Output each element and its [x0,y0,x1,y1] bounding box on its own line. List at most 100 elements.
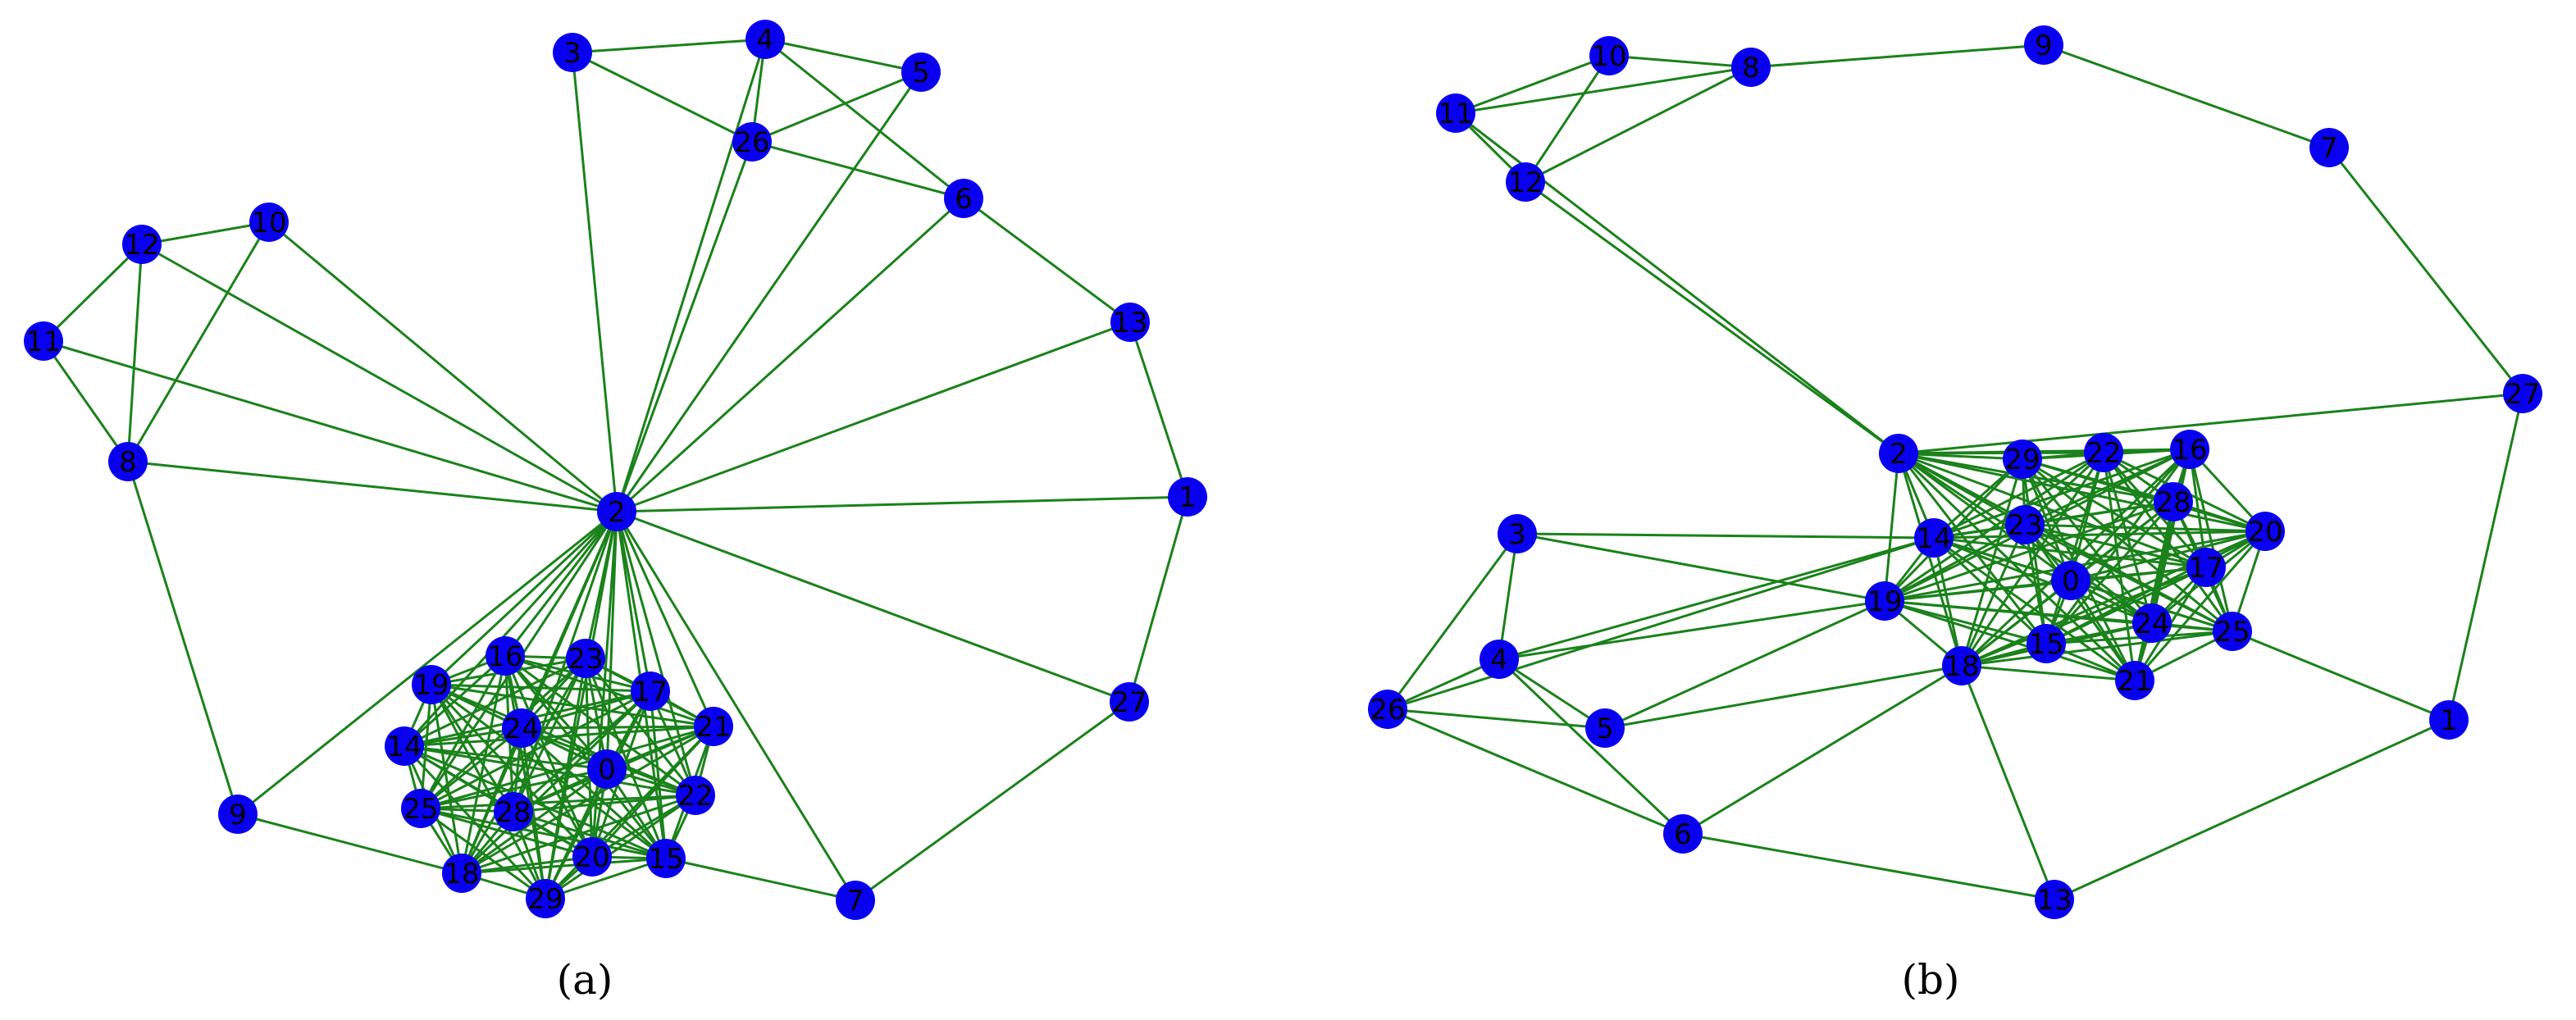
edge-19-25 [419,684,433,809]
edge-19-4 [1498,599,1885,661]
edge-2-20 [1898,452,2266,533]
node-7 [2309,128,2349,167]
edge-24-29 [2021,458,2154,624]
edge-1-27 [2447,393,2524,721]
node-27 [2503,374,2542,413]
node-label-7: 7 [2320,132,2338,165]
node-label-7: 7 [846,885,864,918]
node-label-8: 8 [1742,52,1760,84]
edge-11-8 [42,340,130,462]
edge-26-3 [1386,533,1519,710]
edge-4-6 [1498,658,1685,836]
edge-25-29 [2022,458,2233,633]
edge-14-3 [1516,532,1935,540]
node-0 [587,749,627,789]
node-label-9: 9 [2035,30,2053,62]
edge-15-28 [513,810,667,860]
edge-1-13 [1128,321,1189,498]
edge-22-29 [545,794,696,900]
edge-20-23 [2024,523,2266,533]
node-label-10: 10 [1591,40,1626,73]
node-2 [1879,434,1918,473]
edge-22-23 [584,658,697,796]
edge-26-5 [751,71,922,143]
node-21 [694,707,733,746]
panel-b-caption: (b) [1901,956,1959,1004]
node-6 [1663,814,1703,854]
edge-17-19 [1884,566,2207,603]
edge-16-17 [2188,449,2208,568]
node-13 [2035,880,2074,919]
node-label-25: 25 [2214,616,2250,649]
edge-19-28 [1884,500,2174,603]
node-label-1: 1 [1179,481,1197,514]
edge-4-5 [764,38,922,74]
edge-14-24 [403,726,522,748]
node-19 [412,665,451,704]
node-label-6: 6 [1674,818,1692,851]
node-8 [108,442,148,481]
panel-b-edges [1386,43,2524,901]
edge-13-2 [616,321,1131,513]
node-27 [1110,682,1149,722]
node-label-15: 15 [2028,628,2063,661]
node-25 [401,789,440,828]
panel-a-caption: (a) [557,956,613,1004]
node-7 [836,881,875,920]
edge-19-2 [430,510,618,686]
node-label-3: 3 [1508,518,1526,551]
node-label-26: 26 [734,126,769,159]
node-20 [572,837,612,877]
node-5 [1585,708,1625,748]
edge-11-2 [43,339,618,513]
edge-14-29 [403,745,547,900]
node-label-13: 13 [2036,884,2072,917]
edge-2-22 [615,511,697,796]
edge-16-20 [504,655,594,858]
node-label-28: 28 [2155,486,2191,519]
node-4 [1479,640,1519,679]
edge-14-2 [403,510,618,748]
edge-1-2 [616,495,1188,513]
edge-10-12 [141,221,270,246]
node-24 [502,708,541,748]
node-label-27: 27 [2505,378,2540,411]
edge-1-13 [2054,718,2450,901]
edge-2-21 [615,511,715,727]
node-label-16: 16 [2172,434,2207,467]
node-26 [1368,690,1407,729]
edge-18-22 [1960,452,2105,667]
edge-18-6 [1682,664,1963,836]
node-21 [2115,661,2154,700]
node-16 [486,636,525,676]
node-label-14: 14 [386,731,422,763]
edge-19-22 [431,683,696,797]
edge-2-5 [615,71,923,512]
edge-18-29 [1960,458,2024,667]
edge-10-11 [1455,54,1610,115]
node-22 [2084,433,2123,472]
edge-10-2 [268,221,618,513]
edge-1-27 [1128,496,1189,703]
edge-14-26 [1387,536,1935,711]
edge-19-2 [1883,453,1900,602]
node-label-0: 0 [598,754,616,786]
node-label-20: 20 [2247,516,2282,549]
edge-18-23 [460,658,587,874]
node-4 [745,20,785,59]
panel-b-nodes: 0123456789101112131415161718192021222324… [1368,25,2542,919]
node-label-24: 24 [504,713,539,745]
node-28 [494,792,533,831]
node-label-10: 10 [251,207,286,239]
edge-2-28 [512,511,618,813]
edge-20-25 [420,807,593,858]
node-label-19: 19 [413,669,449,702]
node-20 [2245,512,2285,551]
edge-2-6 [615,197,965,513]
edge-19-20 [430,683,594,858]
node-label-17: 17 [2188,552,2223,585]
node-label-8: 8 [119,446,137,479]
node-16 [2170,430,2209,469]
